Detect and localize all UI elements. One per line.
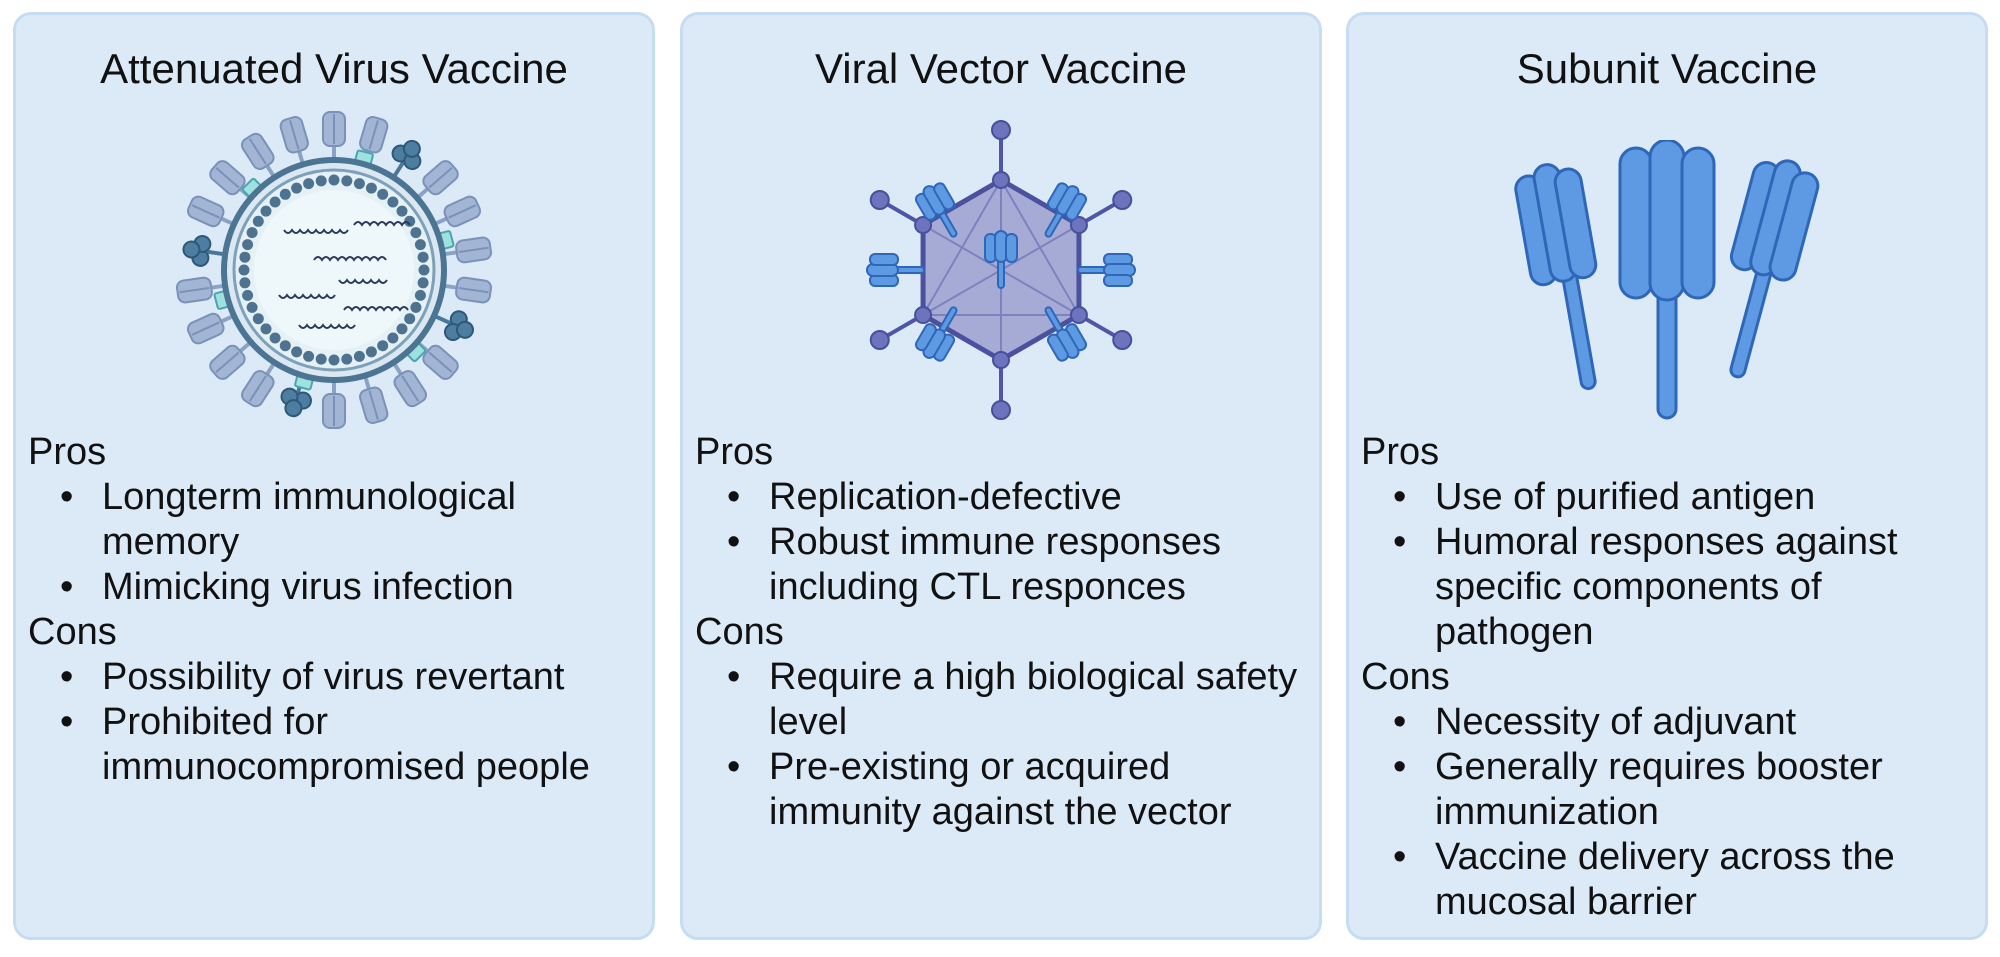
cons-list: Necessity of adjuvant Generally requires… [1361, 700, 1975, 925]
panel-title: Viral Vector Vaccine [815, 45, 1187, 92]
pros-item: Use of purified antigen [1361, 475, 1975, 520]
subunit-vaccine-panel: Subunit Vaccine [1346, 12, 1988, 940]
pros-cons-text: Pros Longterm immunological memory Mimic… [28, 430, 642, 790]
pros-heading: Pros [1361, 431, 1440, 473]
adenovirus-vector-icon [866, 120, 1136, 420]
cons-item: Generally requires booster immunization [1361, 745, 1975, 835]
cons-list: Possibility of virus revertant Prohibite… [28, 655, 642, 790]
pros-item: Mimicking virus infection [28, 565, 642, 610]
cons-item: Necessity of adjuvant [1361, 700, 1975, 745]
pros-cons-text: Pros Replication-defective Robust immune… [695, 430, 1309, 835]
panel-title: Subunit Vaccine [1516, 45, 1818, 92]
pros-heading: Pros [28, 431, 107, 473]
cons-item: Prohibited for immunocompromised people [28, 700, 642, 790]
cons-list: Require a high biological safety level P… [695, 655, 1309, 835]
cons-item: Pre-existing or acquired immunity agains… [695, 745, 1309, 835]
attenuated-virus-vaccine-panel: Attenuated Virus Vaccine Pros Longterm i… [13, 12, 655, 940]
pros-item: Humoral responses against specific compo… [1361, 520, 1975, 655]
pros-list: Replication-defective Robust immune resp… [695, 475, 1309, 610]
pros-item: Replication-defective [695, 475, 1309, 520]
cons-item: Possibility of virus revertant [28, 655, 642, 700]
pros-item: Longterm immunological memory [28, 475, 642, 565]
cons-heading: Cons [28, 611, 117, 653]
pros-cons-text: Pros Use of purified antigen Humoral res… [1361, 430, 1975, 925]
viral-vector-vaccine-panel: Viral Vector Vaccine Pros Replication-de… [680, 12, 1322, 940]
attenuated-virus-illustration [16, 110, 652, 430]
cons-heading: Cons [695, 611, 784, 653]
virus-particle-icon [175, 111, 493, 429]
cons-item: Require a high biological safety level [695, 655, 1309, 745]
pros-heading: Pros [695, 431, 774, 473]
pros-list: Use of purified antigen Humoral response… [1361, 475, 1975, 655]
subunit-illustration [1349, 110, 1985, 430]
panel-title: Attenuated Virus Vaccine [100, 45, 568, 92]
cons-heading: Cons [1361, 656, 1450, 698]
cons-item: Vaccine delivery across the mucosal barr… [1361, 835, 1975, 925]
viral-vector-illustration [683, 110, 1319, 430]
protein-subunits-icon [1514, 140, 1820, 420]
pros-list: Longterm immunological memory Mimicking … [28, 475, 642, 610]
pros-item: Robust immune responses including CTL re… [695, 520, 1309, 610]
